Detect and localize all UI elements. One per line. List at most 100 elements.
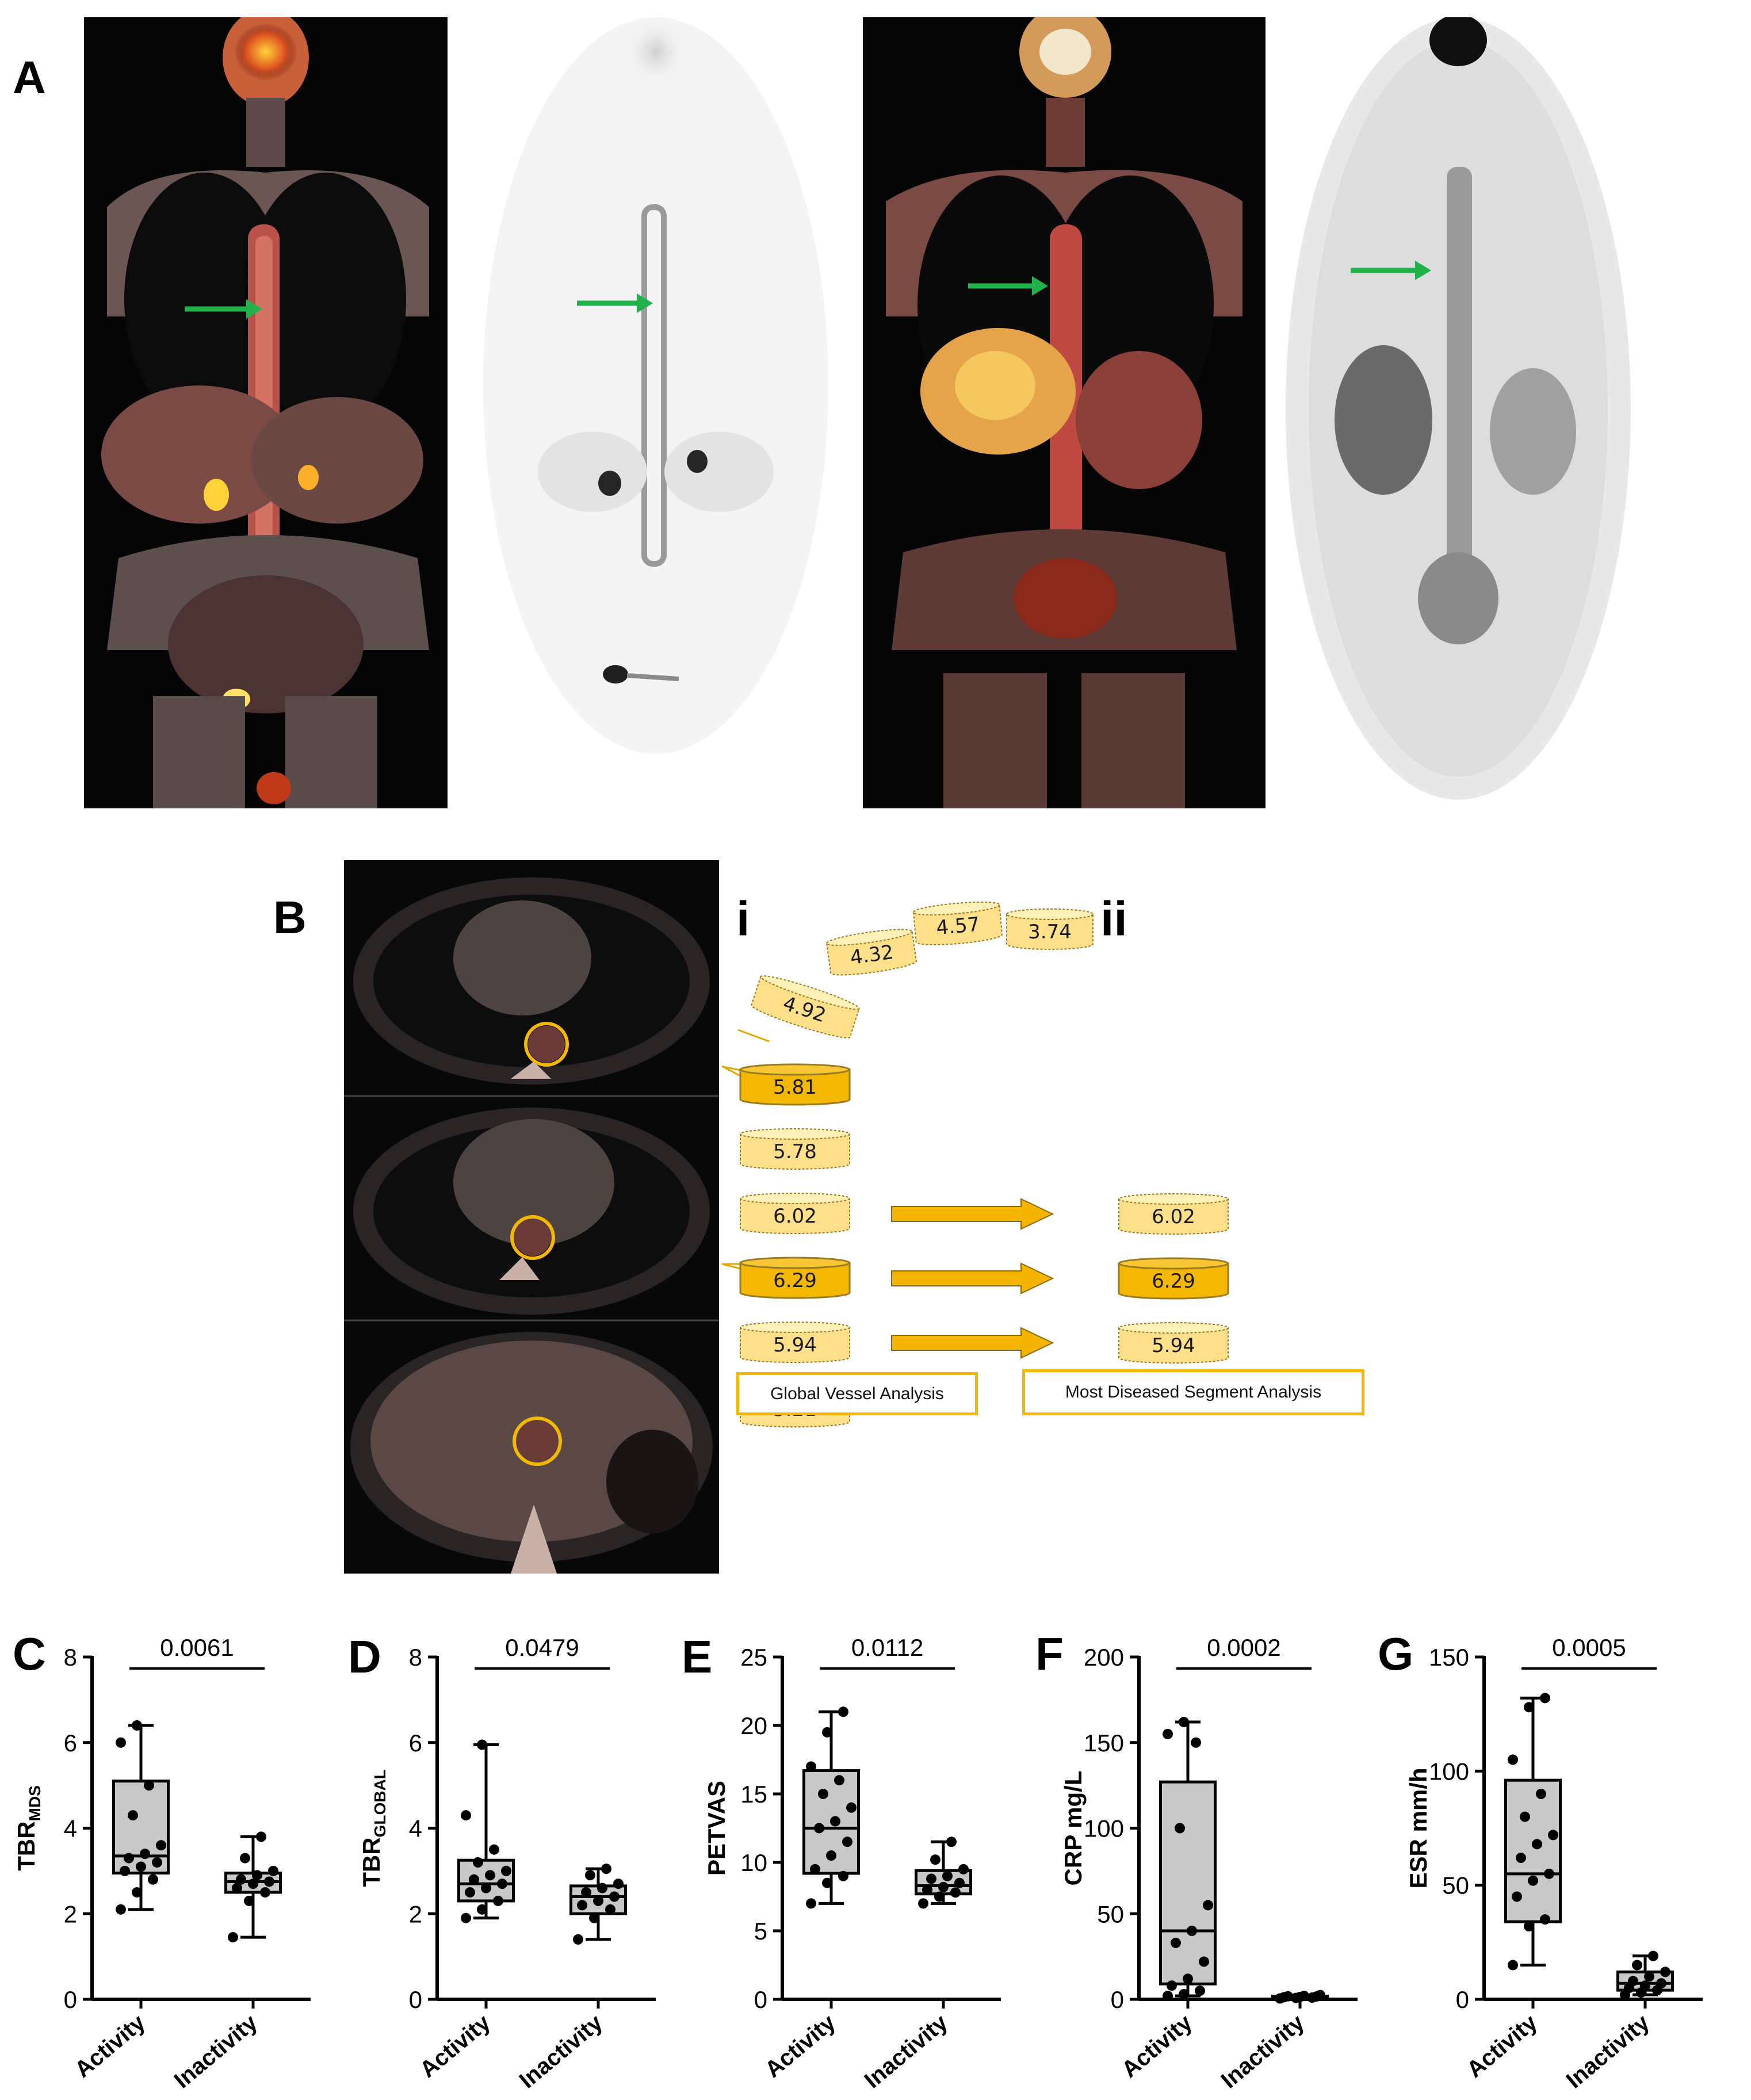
data-point [461,1810,471,1821]
data-point [465,1887,475,1898]
data-point [461,1912,471,1923]
segment-top [826,929,913,946]
y-tick-label: 15 [740,1781,767,1808]
mds-arrow [891,1198,1054,1230]
segment-value: 4.57 [935,913,981,940]
data-point [1187,1926,1197,1936]
data-point [116,1737,126,1748]
data-point [481,1883,491,1893]
segment-value: 6.29 [1152,1270,1195,1293]
segment-top [1118,1257,1229,1270]
data-point [601,1864,611,1874]
y-tick-label: 0 [64,1986,77,2013]
y-tick-label: 2 [409,1900,422,1927]
data-point [1628,1976,1638,1987]
data-point [585,1870,595,1881]
segment-top [739,1063,851,1076]
data-point [1520,1811,1530,1822]
data-point [842,1836,852,1847]
panel-label-b: B [273,892,307,943]
data-point [934,1891,945,1902]
data-point [1179,1717,1189,1728]
y-tick-label: 20 [740,1712,767,1739]
y-tick-label: 100 [1429,1758,1469,1785]
data-point [124,1853,134,1864]
panel-label-g: G [1378,1628,1414,1679]
mds-arrow [891,1262,1054,1295]
pet-ct-fused-coronal-image-2 [863,17,1266,808]
data-point [260,1887,270,1898]
segment-top [1006,908,1094,920]
global-segment: 6.29 [739,1257,851,1299]
data-point [1536,1789,1546,1799]
data-point [1195,1986,1205,1996]
data-point [248,1878,258,1889]
y-tick-label: 50 [1097,1900,1124,1927]
segment-top [913,902,1000,916]
p-value-label: 0.0479 [505,1634,579,1661]
data-point [918,1898,928,1909]
segment-body [740,1327,850,1363]
y-axis-label: TBRMDS [13,1785,44,1871]
data-point [1508,1960,1518,1971]
data-point [256,1831,266,1842]
y-axis-label: TBRGLOBAL [358,1769,389,1887]
segment-top [739,1257,851,1269]
panel-label-d: D [348,1631,381,1682]
segment-top [1118,1193,1229,1205]
arch-segment: 3.74 [1006,908,1094,950]
data-point [477,1904,487,1915]
mds-segment: 6.29 [1118,1257,1229,1300]
segment-body [1118,1198,1229,1235]
x-tick-label: Activity [760,2010,841,2083]
y-tick-label: 25 [740,1644,767,1671]
data-point [838,1706,848,1717]
mds-segment: 5.94 [1118,1322,1229,1364]
data-point [1516,1853,1526,1864]
data-point [589,1912,599,1923]
data-point [148,1874,158,1885]
y-tick-label: 0 [1456,1986,1469,2013]
data-point [485,1870,495,1881]
global-segment: 5.81 [739,1063,851,1106]
pet-mip-coronal-image-1 [460,17,851,808]
segment-body [1006,914,1094,950]
segment-body [739,1262,851,1299]
data-point [834,1775,844,1786]
data-point [252,1870,262,1881]
mds-arrow [891,1327,1054,1359]
arch-segment: 4.32 [825,929,917,976]
data-point [1640,1980,1650,1991]
data-point [593,1895,603,1906]
data-point [240,1853,250,1864]
segment-value: 6.29 [773,1269,817,1292]
data-point [613,1878,624,1889]
panel-label-a: A [13,52,46,103]
data-point [128,1810,138,1821]
y-tick-label: 150 [1429,1644,1469,1671]
y-tick-label: 100 [1084,1815,1124,1842]
p-value-label: 0.0005 [1552,1634,1626,1661]
data-point [609,1891,620,1902]
segment-value: 3.74 [1028,921,1072,944]
x-tick-label: Inactivity [1562,2010,1655,2094]
data-point [1179,1989,1189,2000]
data-point [1632,1960,1642,1971]
arch-segment: 4.92 [751,975,860,1038]
data-point [1315,1990,1325,2000]
data-point [120,1865,130,1876]
segment-top [760,975,860,1010]
segment-body [740,1198,850,1234]
segment-value: 5.81 [773,1076,817,1099]
y-tick-label: 8 [64,1644,77,1671]
global-segment: 5.78 [740,1128,850,1170]
data-point [1283,1991,1293,2002]
data-point [605,1904,615,1915]
y-tick-label: 10 [740,1849,767,1876]
legend-global-vessel-analysis: Global Vessel Analysis [736,1372,978,1415]
segment-value: 5.94 [1152,1334,1195,1357]
data-point [489,1844,499,1855]
data-point [954,1877,965,1888]
segment-value: 5.94 [773,1334,817,1357]
data-point [577,1900,587,1911]
